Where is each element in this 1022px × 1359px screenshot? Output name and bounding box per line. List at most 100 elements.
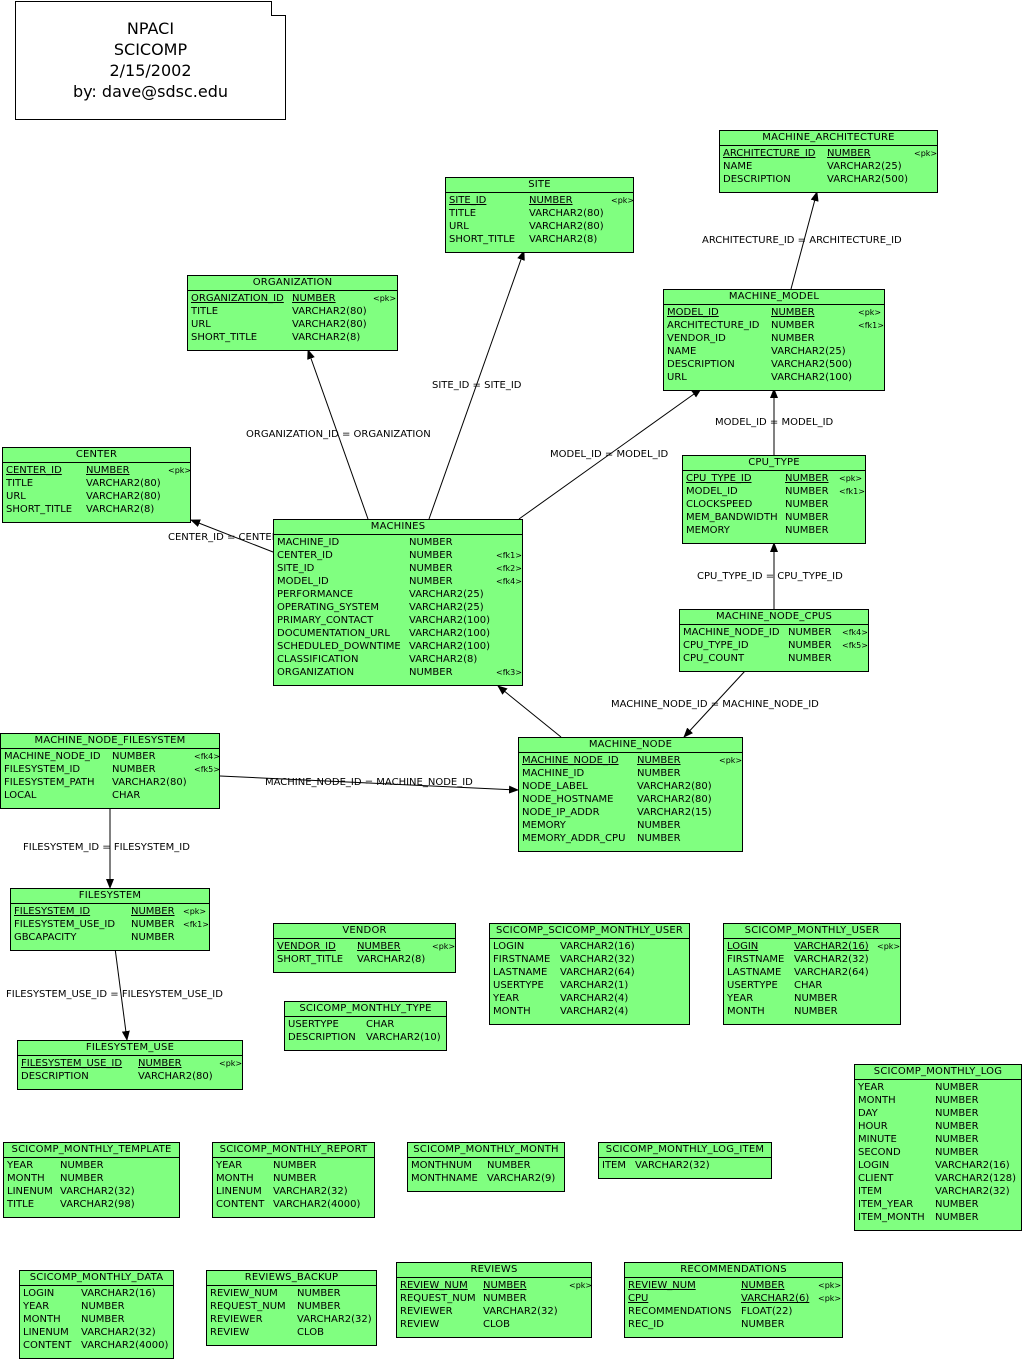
entity-title: SCICOMP_MONTHLY_USER bbox=[724, 924, 900, 939]
column-type: NUMBER bbox=[771, 333, 815, 344]
entity-title: SCICOMP_MONTHLY_DATA bbox=[20, 1271, 173, 1286]
column-name: SECOND bbox=[858, 1147, 901, 1158]
column-name: MONTH bbox=[493, 1006, 531, 1017]
column-type: NUMBER bbox=[935, 1147, 979, 1158]
column-name: REQUEST_NUM bbox=[210, 1301, 286, 1312]
column-name: FIRSTNAME bbox=[727, 954, 785, 965]
column-type: VARCHAR2(80) bbox=[292, 306, 367, 317]
column-type: CHAR bbox=[794, 980, 823, 991]
column-type: VARCHAR2(100) bbox=[409, 628, 491, 639]
column-name: MONTH bbox=[858, 1095, 896, 1106]
column-name: LASTNAME bbox=[727, 967, 782, 978]
column-type: VARCHAR2(16) bbox=[560, 941, 635, 952]
entity-title: SITE bbox=[446, 178, 633, 193]
relationship-label: MODEL_ID = MODEL_ID bbox=[715, 417, 834, 428]
relationship-label: MODEL_ID = MODEL_ID bbox=[550, 449, 669, 460]
column-name: NAME bbox=[667, 346, 697, 357]
column-key: <fk1> bbox=[496, 551, 522, 560]
relationship-line-r-node-cpus bbox=[683, 670, 746, 738]
column-type: NUMBER bbox=[935, 1095, 979, 1106]
column-key: <fk4> bbox=[842, 628, 868, 637]
entity-title: SCICOMP_MONTHLY_TYPE bbox=[285, 1002, 446, 1017]
column-name: MEMORY bbox=[522, 820, 566, 831]
column-type: VARCHAR2(32) bbox=[60, 1186, 135, 1197]
column-name: USERTYPE bbox=[493, 980, 544, 991]
column-name: MACHINE_NODE_ID bbox=[522, 755, 619, 766]
entity-title: MACHINES bbox=[274, 520, 522, 535]
column-name: CONTENT bbox=[216, 1199, 265, 1210]
column-name: LOGIN bbox=[23, 1288, 55, 1299]
column-type: NUMBER bbox=[112, 751, 156, 762]
column-key: <pk> bbox=[611, 196, 635, 205]
column-name: CPU_TYPE_ID bbox=[686, 473, 752, 484]
column-type: VARCHAR2(32) bbox=[935, 1186, 1010, 1197]
column-key: <pk> bbox=[219, 1059, 243, 1068]
column-name: REVIEWER bbox=[210, 1314, 263, 1325]
diagram-note: NPACI SCICOMP 2/15/2002 by: dave@sdsc.ed… bbox=[15, 1, 286, 120]
entity-title: MACHINE_NODE bbox=[519, 738, 742, 753]
column-key: <fk2> bbox=[496, 564, 522, 573]
column-name: DESCRIPTION bbox=[288, 1032, 356, 1043]
column-type: NUMBER bbox=[794, 1006, 838, 1017]
column-name: ITEM_MONTH bbox=[858, 1212, 925, 1223]
column-name: OPERATING_SYSTEM bbox=[277, 602, 379, 613]
column-key: <fk1> bbox=[839, 487, 865, 496]
column-name: MONTH bbox=[727, 1006, 765, 1017]
column-type: NUMBER bbox=[637, 755, 681, 766]
column-type: NUMBER bbox=[741, 1280, 785, 1291]
column-name: NODE_IP_ADDR bbox=[522, 807, 600, 818]
column-type: NUMBER bbox=[794, 993, 838, 1004]
column-name: MODEL_ID bbox=[277, 576, 329, 587]
column-key: <fk5> bbox=[194, 765, 220, 774]
column-type: VARCHAR2(8) bbox=[529, 234, 598, 245]
column-type: VARCHAR2(64) bbox=[794, 967, 869, 978]
column-type: VARCHAR2(32) bbox=[297, 1314, 372, 1325]
